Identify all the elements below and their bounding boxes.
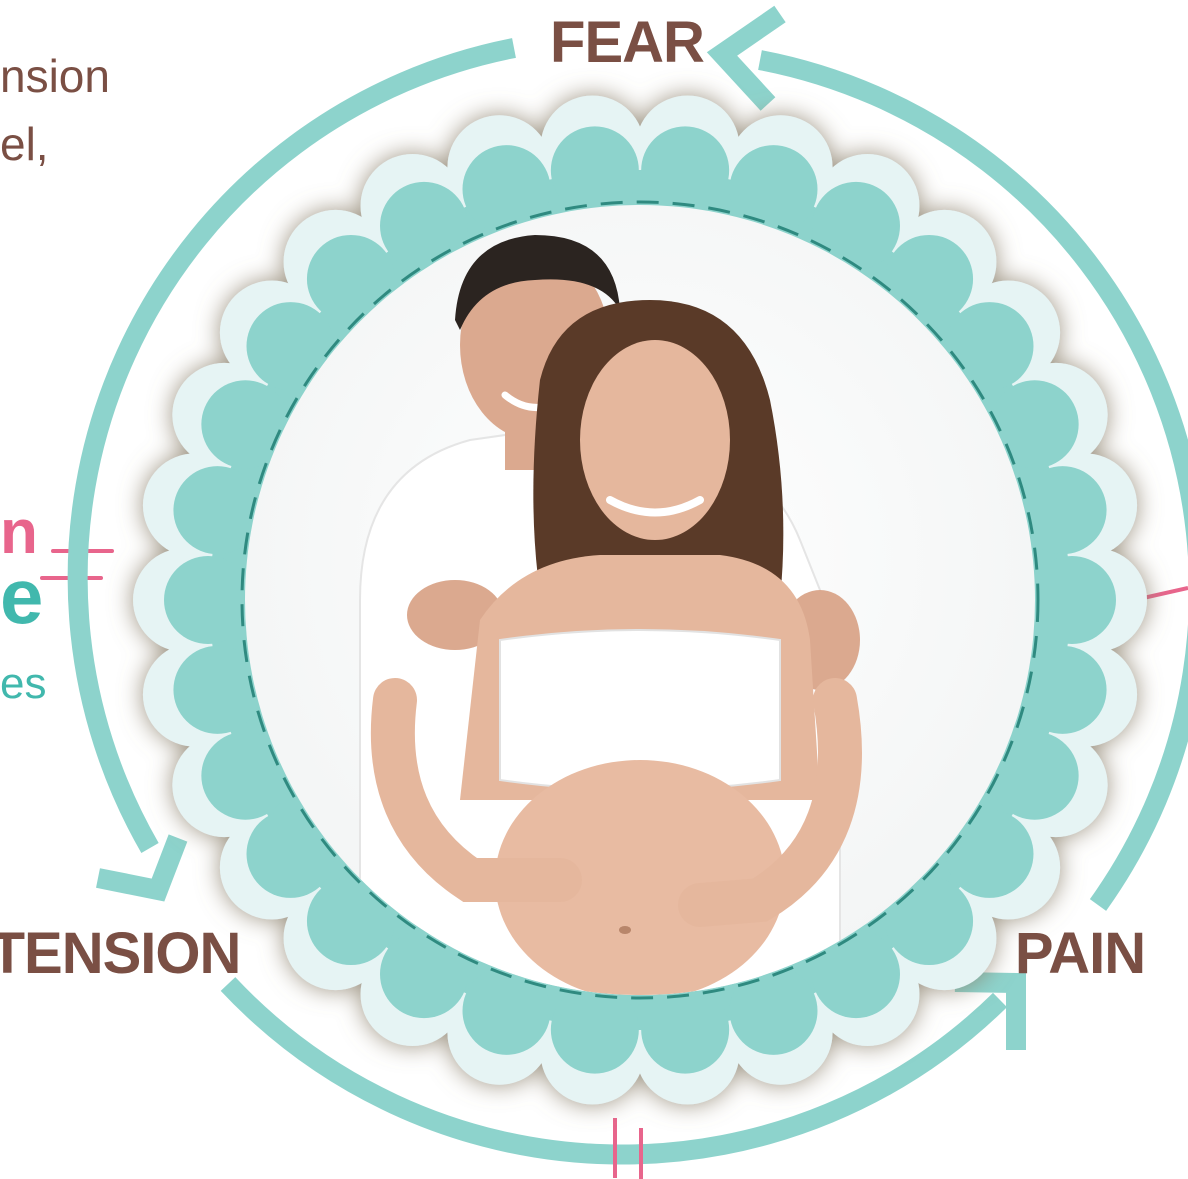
scallop-inner [164, 556, 252, 644]
side-text-top-1: nsion [0, 50, 110, 102]
scallop-inner [173, 466, 261, 554]
scallop-inner [173, 646, 261, 734]
scallop-inner [1019, 646, 1107, 734]
scallop-inner [1028, 556, 1116, 644]
side-text-lower-teal: es [0, 659, 46, 708]
scallop-inner [551, 986, 639, 1074]
side-text-top-2: el, [0, 118, 49, 170]
label-pain: PAIN [1015, 921, 1145, 986]
scallop-inner [641, 986, 729, 1074]
scallop-inner [551, 126, 639, 214]
label-fear: FEAR [550, 10, 704, 75]
label-tension: TENSION [0, 921, 240, 986]
side-text-mid-teal: e [0, 552, 43, 640]
scallop-inner [1019, 466, 1107, 554]
